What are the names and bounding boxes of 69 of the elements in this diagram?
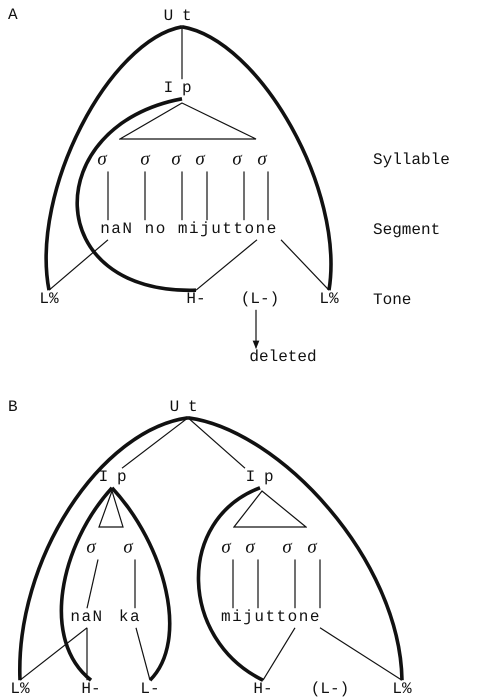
tier-label: Tone <box>373 291 412 309</box>
syllable-symbol: σ <box>307 538 317 558</box>
syllable-symbol: σ <box>86 538 96 558</box>
domain-curve <box>188 416 404 680</box>
tone-label: deleted <box>249 349 317 367</box>
association-line <box>122 417 188 469</box>
association-line <box>280 239 330 291</box>
association-line <box>135 628 151 680</box>
association-line <box>144 171 146 220</box>
tone-label: L% <box>10 681 30 699</box>
domain-curve <box>110 486 172 682</box>
constituent-label: Ip <box>98 469 136 487</box>
syllable-symbol: σ <box>282 538 292 558</box>
syllable-symbol: σ <box>171 150 181 170</box>
constituent-label: Ut <box>164 8 200 26</box>
domain-curve <box>196 486 264 682</box>
association-line <box>181 171 183 220</box>
syllable-symbol: σ <box>123 538 133 558</box>
segment-text: naN <box>70 609 104 627</box>
tone-label: L% <box>39 291 59 309</box>
tone-label: L% <box>392 681 412 699</box>
domain-curve <box>18 416 188 680</box>
association-line <box>257 559 259 608</box>
domain-curve <box>60 486 114 682</box>
association-line <box>319 559 321 608</box>
panel-letter: A <box>8 6 18 24</box>
association-line <box>181 26 183 80</box>
tone-label: L- <box>140 681 160 699</box>
syllable-symbol: σ <box>195 150 205 170</box>
segment-text: mijuttone <box>221 609 321 627</box>
constituent-label: Ut <box>170 399 206 417</box>
association-line <box>206 171 208 220</box>
syllable-symbol: σ <box>245 538 255 558</box>
tone-label: (L-) <box>240 291 280 309</box>
association-line <box>320 627 402 681</box>
association-line <box>232 559 234 608</box>
constituent-label: Ip <box>164 80 200 98</box>
panel-letter: B <box>8 398 18 416</box>
constituent-label: Ip <box>246 469 282 487</box>
domain-curve <box>76 97 196 292</box>
association-line <box>107 171 109 220</box>
tone-label: H- <box>81 681 101 699</box>
association-line <box>86 628 88 680</box>
association-line <box>134 559 136 608</box>
association-line <box>267 171 269 220</box>
syllable-symbol: σ <box>232 150 242 170</box>
association-line <box>48 239 108 291</box>
association-line <box>188 417 246 469</box>
association-line <box>294 559 296 608</box>
association-line <box>86 559 99 608</box>
tone-label: H- <box>253 681 273 699</box>
association-line <box>262 627 296 681</box>
association-line <box>20 627 88 681</box>
syllable-symbol: σ <box>97 150 107 170</box>
syllable-symbol: σ <box>221 538 231 558</box>
segment-text: ka <box>118 609 142 627</box>
tone-label: L% <box>319 291 339 309</box>
domain-curve <box>181 25 333 290</box>
association-line <box>243 171 245 220</box>
syllable-symbol: σ <box>257 150 267 170</box>
association-line <box>196 239 258 291</box>
tier-label: Syllable <box>373 151 450 169</box>
segment-text: naN no mijuttone <box>100 221 278 239</box>
syllable-symbol: σ <box>140 150 150 170</box>
tier-label: Segment <box>373 221 440 239</box>
tone-label: (L-) <box>310 681 350 699</box>
tone-label: H- <box>186 291 206 309</box>
domain-curve <box>44 25 183 290</box>
arrow <box>252 310 260 350</box>
